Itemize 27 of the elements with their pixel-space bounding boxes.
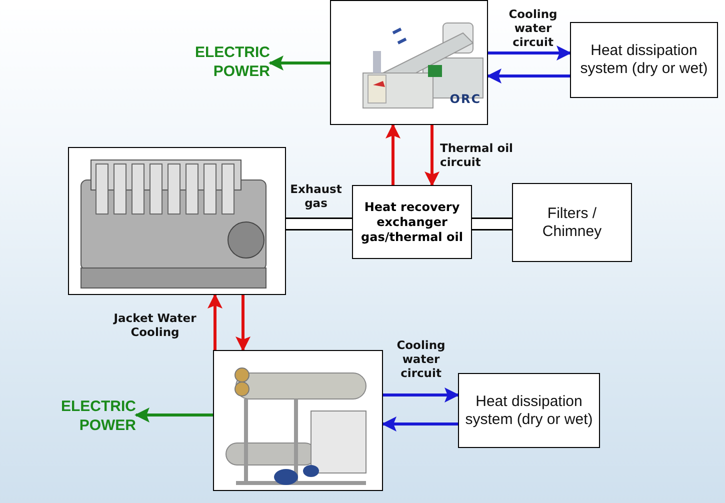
arrow (383, 388, 460, 402)
edge-label: Cooling water circuit (508, 8, 558, 50)
unit-label: ORC (450, 92, 481, 106)
arrow (208, 294, 222, 350)
arrow (486, 68, 570, 84)
arrow (424, 125, 440, 186)
arrow (382, 416, 458, 432)
process-box: Heat dissipation system (dry or wet) (570, 22, 718, 98)
process-box: Heat dissipation system (dry or wet) (458, 373, 600, 448)
edge-label: Exhaust gas (289, 183, 343, 211)
equipment-box (213, 350, 383, 491)
arrow (236, 295, 250, 352)
equipment-box (68, 147, 286, 295)
edge-label: Jacket Water Cooling (112, 312, 198, 340)
edge-label: Thermal oil circuit (440, 142, 514, 170)
process-box: Heat recovery exchanger gas/thermal oil (352, 185, 472, 259)
equipment-box (330, 0, 488, 125)
output-label: ELECTRIC POWER (50, 398, 136, 438)
arrow (268, 56, 330, 70)
arrow (488, 46, 572, 60)
arrow (134, 408, 213, 422)
pipe-connector (286, 218, 352, 230)
process-box: Filters / Chimney (512, 183, 632, 262)
arrow (386, 124, 400, 185)
output-label: ELECTRIC POWER (186, 44, 270, 84)
pipe-connector (472, 218, 512, 230)
edge-label: Cooling water circuit (396, 339, 446, 380)
